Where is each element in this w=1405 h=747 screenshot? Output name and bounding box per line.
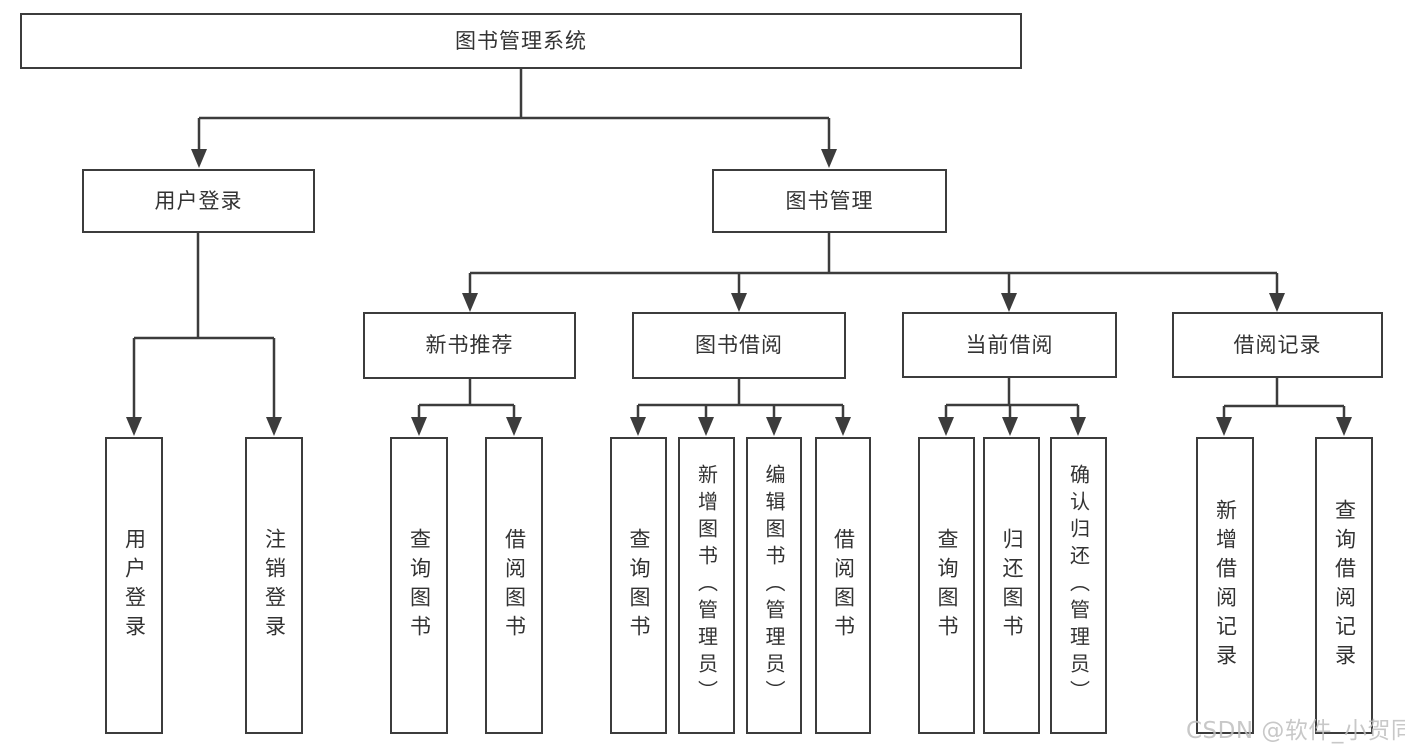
node-new-book-recommend: 新书推荐 xyxy=(363,312,576,379)
leaf-add-borrow-record: 新增借阅记录 xyxy=(1196,437,1254,734)
node-library-management-system: 图书管理系统 xyxy=(20,13,1022,69)
arrowhead-icon xyxy=(411,417,427,436)
leaf-user-login: 用户登录 xyxy=(105,437,163,734)
arrowhead-icon xyxy=(191,149,207,168)
arrowhead-icon xyxy=(1001,293,1017,312)
leaf-edit-book-admin: 编辑图书（管理员） xyxy=(746,437,802,734)
arrowhead-icon xyxy=(1070,417,1086,436)
leaf-add-book-admin: 新增图书（管理员） xyxy=(678,437,735,734)
arrowhead-icon xyxy=(630,417,646,436)
leaf-query-borrow-record: 查询借阅记录 xyxy=(1315,437,1373,734)
connector-root-to-level2 xyxy=(191,69,837,168)
leaf-return-books: 归还图书 xyxy=(983,437,1040,734)
arrowhead-icon xyxy=(731,293,747,312)
connector-borrow-records-to-leaves xyxy=(1216,378,1352,436)
arrowhead-icon xyxy=(126,417,142,436)
leaf-query-books-recommend: 查询图书 xyxy=(390,437,448,734)
leaf-query-books-current: 查询图书 xyxy=(918,437,975,734)
connector-user-login-to-leaves xyxy=(126,233,282,436)
arrowhead-icon xyxy=(1216,417,1232,436)
node-borrow-records: 借阅记录 xyxy=(1172,312,1383,378)
node-user-login: 用户登录 xyxy=(82,169,315,233)
node-book-borrow: 图书借阅 xyxy=(632,312,846,379)
arrowhead-icon xyxy=(462,293,478,312)
leaf-borrow-books-recommend: 借阅图书 xyxy=(485,437,543,734)
connector-book-borrow-to-leaves xyxy=(630,379,851,436)
arrowhead-icon xyxy=(1269,293,1285,312)
leaf-logout: 注销登录 xyxy=(245,437,303,734)
leaf-query-books-borrow: 查询图书 xyxy=(610,437,667,734)
arrowhead-icon xyxy=(1336,417,1352,436)
connector-current-borrow-to-leaves xyxy=(938,378,1086,436)
arrowhead-icon xyxy=(821,149,837,168)
arrowhead-icon xyxy=(766,417,782,436)
leaf-borrow-books-borrow: 借阅图书 xyxy=(815,437,871,734)
arrowhead-icon xyxy=(266,417,282,436)
leaf-confirm-return-admin: 确认归还（管理员） xyxy=(1050,437,1107,734)
arrowhead-icon xyxy=(506,417,522,436)
arrowhead-icon xyxy=(1002,417,1018,436)
connector-new-book-recommend-to-leaves xyxy=(411,379,522,436)
arrowhead-icon xyxy=(938,417,954,436)
node-current-borrow: 当前借阅 xyxy=(902,312,1117,378)
arrowhead-icon xyxy=(698,417,714,436)
connector-book-management-to-level3 xyxy=(462,233,1285,312)
arrowhead-icon xyxy=(835,417,851,436)
node-book-management: 图书管理 xyxy=(712,169,947,233)
